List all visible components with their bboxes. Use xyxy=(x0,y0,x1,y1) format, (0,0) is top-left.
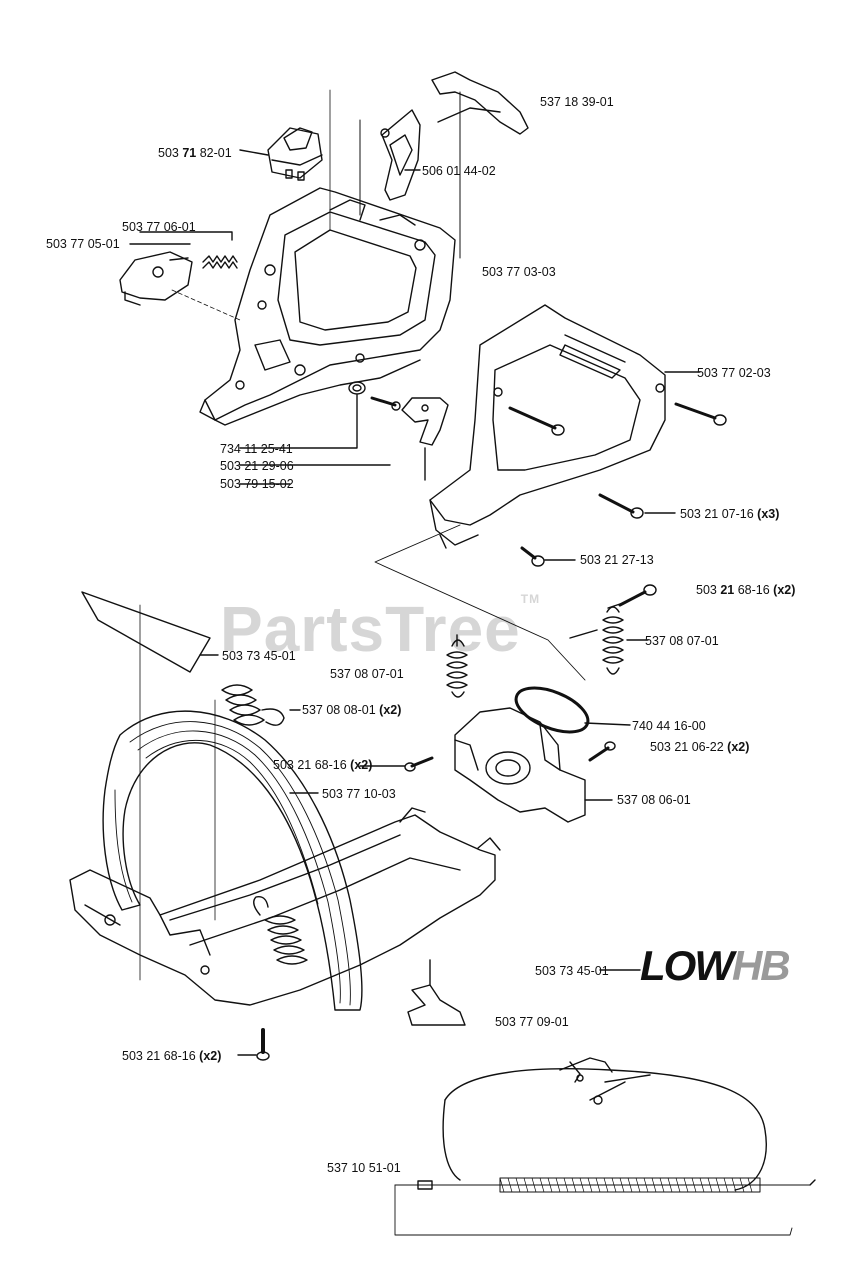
label-503-21-68-16-bottom: 503 21 68-16 (x2) xyxy=(122,1049,222,1063)
screw-part[interactable] xyxy=(588,741,616,762)
label-503-21-06-22: 503 21 06-22 (x2) xyxy=(650,740,750,754)
label-537-08-06-01: 537 08 06-01 xyxy=(617,793,691,807)
label-734-11-25-41: 734 11 25-41 xyxy=(220,442,293,456)
screw-part[interactable] xyxy=(598,493,644,519)
label-503-21-68-16-mid: 503 21 68-16 (x2) xyxy=(273,758,373,772)
label-503-77-06-01: 503 77 06-01 xyxy=(122,220,196,234)
label-503-21-29-06: 503 21 29-06 xyxy=(220,459,294,473)
label-503-77-03-03: 503 77 03-03 xyxy=(482,265,556,279)
low-hb-decal-logo: LOWHB xyxy=(640,942,791,989)
lower-spring-part[interactable] xyxy=(253,896,308,965)
nut-part[interactable] xyxy=(348,381,366,395)
label-503-71-82-01: 503 71 82-01 xyxy=(158,146,232,160)
front-handle-part[interactable] xyxy=(102,710,363,1011)
screw-part[interactable] xyxy=(674,402,727,426)
label-503-77-02-03: 503 77 02-03 xyxy=(697,366,771,380)
clamp-part[interactable] xyxy=(407,959,466,1026)
screw-part[interactable] xyxy=(618,584,657,607)
screw-part[interactable] xyxy=(520,546,545,567)
damper-block-part[interactable] xyxy=(454,707,613,823)
label-503-73-45-01-bottom: 503 73 45-01 xyxy=(535,964,609,978)
label-503-77-09-01: 503 77 09-01 xyxy=(495,1015,569,1029)
anti-vibration-spring-part[interactable] xyxy=(446,634,468,698)
label-537-10-51-01: 537 10 51-01 xyxy=(327,1161,401,1175)
throttle-trigger-part[interactable] xyxy=(119,251,193,306)
label-503-79-15-02: 503 79 15-02 xyxy=(220,477,294,491)
label-503-21-07-16: 503 21 07-16 (x3) xyxy=(680,507,780,521)
label-503-77-10-03: 503 77 10-03 xyxy=(322,787,396,801)
label-537-08-07-01-right: 537 08 07-01 xyxy=(645,634,719,648)
o-ring-part[interactable] xyxy=(510,679,594,741)
rear-handle-housing-part[interactable] xyxy=(199,187,456,426)
label-503-73-45-01-top: 503 73 45-01 xyxy=(222,649,296,663)
screw-part[interactable] xyxy=(370,396,401,411)
throttle-lock-part[interactable] xyxy=(380,109,421,201)
switch-part[interactable] xyxy=(267,127,323,181)
label-503-77-05-01: 503 77 05-01 xyxy=(46,237,120,251)
anti-vibration-spring-part[interactable] xyxy=(602,603,624,675)
label-537-08-08-01: 537 08 08-01 (x2) xyxy=(302,703,402,717)
clip-part[interactable] xyxy=(431,71,529,135)
label-503-21-68-16-top: 503 21 68-16 (x2) xyxy=(696,583,796,597)
label-503-21-27-13: 503 21 27-13 xyxy=(580,553,654,567)
label-506-01-44-02: 506 01 44-02 xyxy=(422,164,496,178)
bracket-part[interactable] xyxy=(401,397,449,446)
cover-housing-part[interactable] xyxy=(429,304,666,549)
label-537-08-07-01-center: 537 08 07-01 xyxy=(330,667,404,681)
screw-part[interactable] xyxy=(256,1028,270,1061)
label-537-18-39-01: 537 18 39-01 xyxy=(540,95,614,109)
label-740-44-16-00: 740 44 16-00 xyxy=(632,719,706,733)
screw-part[interactable] xyxy=(508,406,565,436)
decal-sheet-part[interactable] xyxy=(81,591,211,673)
screw-part[interactable] xyxy=(404,756,434,772)
throttle-cable-part[interactable] xyxy=(394,1057,816,1236)
throttle-spring-part[interactable] xyxy=(202,255,238,269)
handle-spring-part[interactable] xyxy=(221,684,285,726)
handle-bracket-part[interactable] xyxy=(69,807,501,1006)
